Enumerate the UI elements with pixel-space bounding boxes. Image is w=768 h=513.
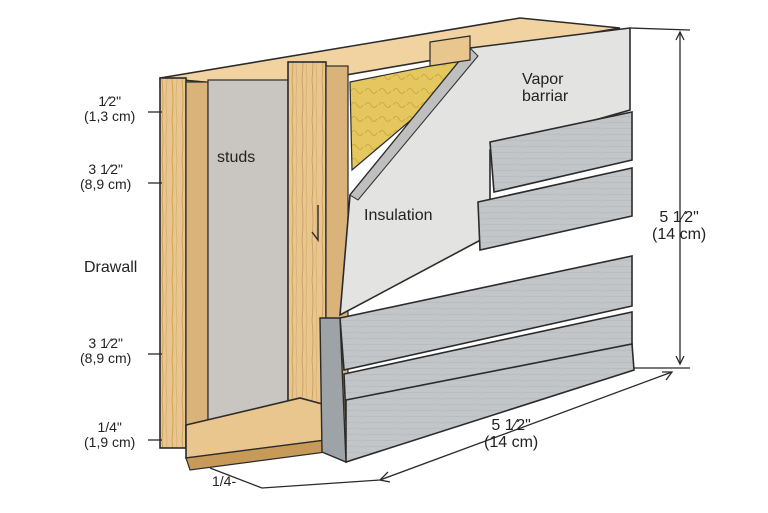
studs-label: studs — [217, 149, 256, 166]
dim-left-lower: 3 1⁄2" (8,9 cm) — [80, 335, 132, 366]
drywall-panel — [207, 79, 289, 421]
dim-left-bottom: 1/4" (1,9 cm) — [84, 419, 136, 450]
left-ticks — [148, 111, 162, 441]
left-stud — [159, 77, 209, 449]
dim-bottom-width: 5 1⁄2" (14 cm) — [484, 417, 539, 451]
dimension-right-height — [629, 27, 691, 369]
dimension-bottom-left — [209, 467, 381, 489]
vapor-barrier — [339, 27, 631, 317]
dim-right-height: 5 1⁄2" (14 cm) — [652, 209, 707, 243]
vapor-barrier-label: Vapor barriar — [522, 71, 569, 105]
siding — [319, 111, 635, 464]
insulation-label: Insulation — [364, 207, 433, 224]
right-stud — [429, 35, 471, 67]
drywall-label: Drawall — [84, 259, 138, 276]
dim-left-upper: 3 1⁄2" (8,9 cm) — [80, 161, 132, 192]
dim-bottom-left: 1/4- — [212, 473, 237, 489]
dim-left-top: 1⁄2" (1,3 cm) — [84, 93, 136, 124]
